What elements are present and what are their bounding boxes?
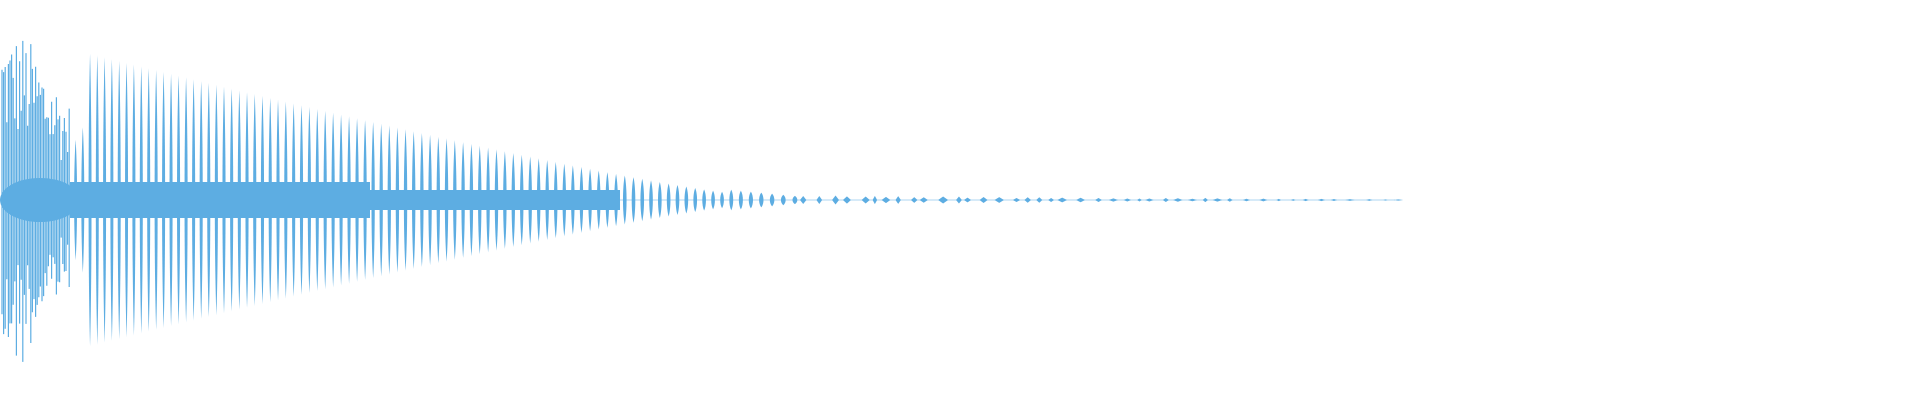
waveform-tail-lobe <box>1259 198 1268 202</box>
waveform-tail-lobe <box>1012 197 1021 203</box>
waveform-tail-lobe <box>1212 198 1223 202</box>
waveform-tail-lobe <box>816 196 823 204</box>
waveform-tail-lobe <box>1393 199 1404 201</box>
waveform-attack-core <box>0 178 80 222</box>
waveform-lobe <box>666 183 671 217</box>
waveform-tail-lobe <box>1226 198 1233 202</box>
waveform-lobe <box>693 187 698 213</box>
waveform-tail-lobe <box>800 196 807 204</box>
waveform-tail-lobe <box>1317 198 1326 202</box>
waveform-tail-lobe <box>1095 198 1102 202</box>
waveform-tail-lobe <box>872 195 878 205</box>
waveform-tail-lobe <box>1036 197 1043 203</box>
waveform-lobe <box>631 177 636 223</box>
waveform-lobe <box>711 190 715 210</box>
waveform-tail-lobe <box>979 196 988 204</box>
waveform-tail-lobe <box>1345 199 1355 201</box>
waveform-lobe <box>748 191 753 209</box>
waveform-lobe <box>720 191 724 209</box>
waveform-lobe <box>780 194 786 206</box>
waveform-tail-lobe <box>1173 198 1183 202</box>
waveform-tail-lobe <box>1108 198 1119 202</box>
waveform-tail-lobe <box>1057 197 1068 203</box>
waveform-lobe <box>769 193 775 207</box>
waveform-tail-lobe <box>1242 198 1251 202</box>
waveform-tail-lobe <box>1366 199 1373 201</box>
waveform-tail-lobe <box>1024 197 1032 203</box>
waveform-lobe <box>738 190 743 210</box>
waveform-tail-lobe <box>832 195 840 205</box>
waveform-lobe <box>675 185 680 215</box>
waveform-lobe <box>649 180 653 220</box>
waveform-tail-lobe <box>881 196 891 204</box>
waveform-tail-lobe <box>895 196 901 204</box>
waveform-tail-lobe <box>1290 199 1296 201</box>
waveform-lobe <box>684 186 689 214</box>
waveform-tail-lobe <box>1330 199 1338 201</box>
waveform-tail-lobe <box>861 196 870 204</box>
waveform-bars <box>0 40 1404 362</box>
waveform-tail-lobe <box>1187 198 1198 202</box>
waveform-tail-lobe <box>938 196 949 204</box>
waveform-lobe <box>622 175 627 225</box>
waveform-tail-lobe <box>1076 197 1086 203</box>
waveform-tail-lobe <box>1123 198 1132 202</box>
waveform-tail-lobe <box>842 196 851 204</box>
waveform-tail-lobe <box>1383 199 1388 201</box>
waveform-tail-lobe <box>1145 198 1154 202</box>
waveform-tail-lobe <box>1048 197 1055 203</box>
waveform-tail-lobe <box>1202 197 1209 203</box>
waveform-lobe <box>658 181 662 219</box>
waveform-tail-lobe <box>1162 197 1169 203</box>
waveform-lobe <box>792 195 798 205</box>
waveform-tail-lobe <box>910 197 918 203</box>
waveform-tail-lobe <box>1137 198 1142 202</box>
waveform-tail-lobe <box>1276 198 1282 202</box>
waveform-tail-lobe <box>919 197 928 203</box>
waveform-lobe <box>640 178 645 222</box>
waveform-tail-lobe <box>994 197 1004 203</box>
waveform-tail-lobe <box>956 196 962 204</box>
waveform-band <box>70 182 370 218</box>
waveform-lobe <box>759 192 764 208</box>
waveform-lobe <box>702 189 706 211</box>
waveform-lobe <box>729 189 734 211</box>
waveform-tail-lobe <box>1302 198 1309 202</box>
waveform-tail-lobe <box>963 197 972 203</box>
waveform-band <box>370 190 620 210</box>
